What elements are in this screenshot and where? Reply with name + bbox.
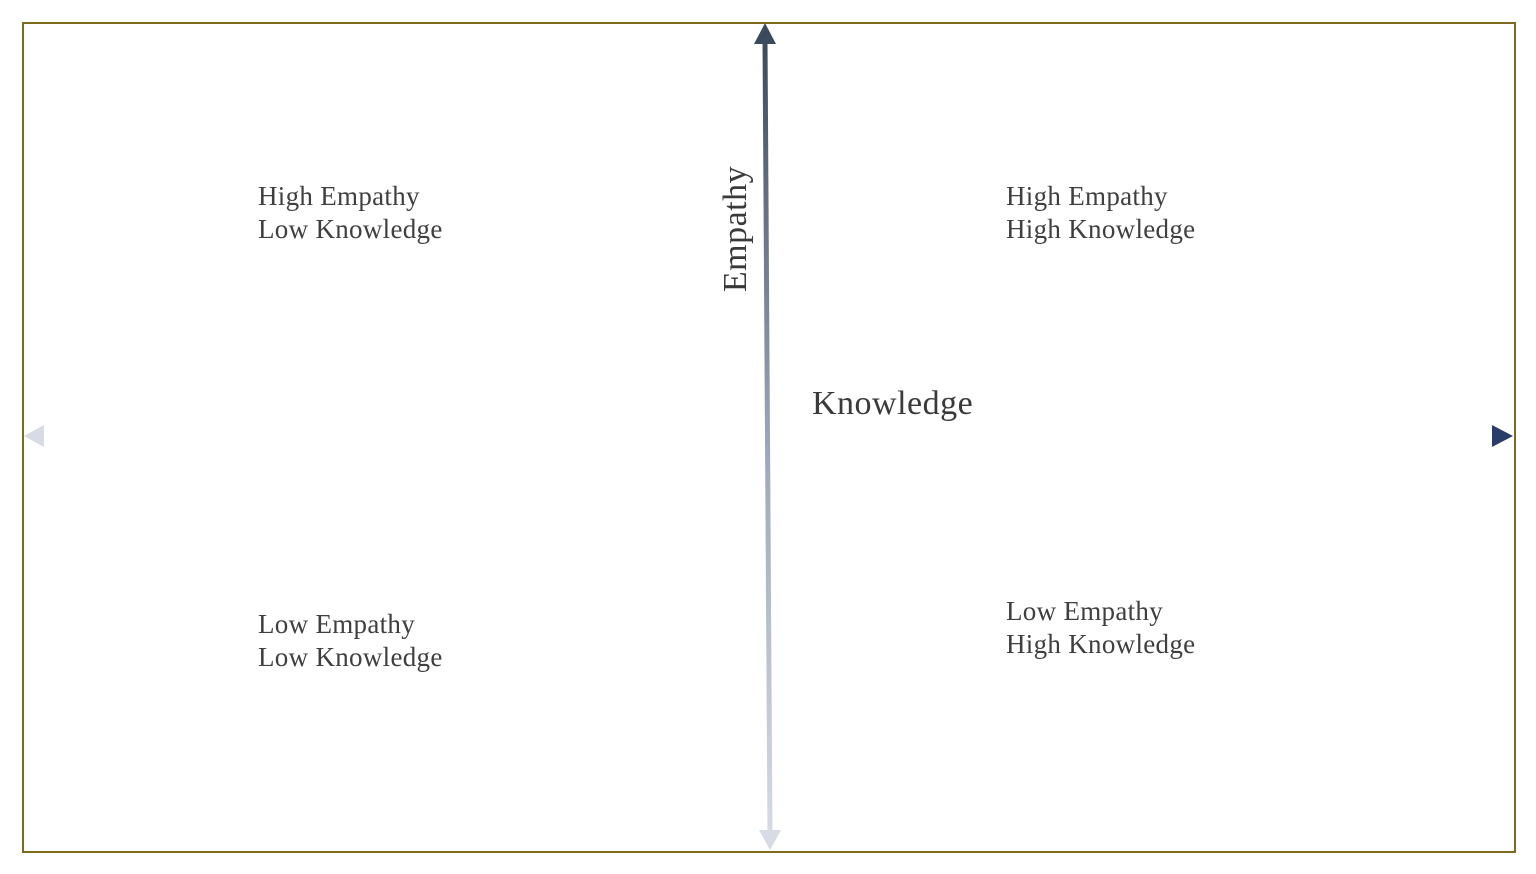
- quadrant-bottom-left: Low Empathy Low Knowledge: [258, 608, 443, 674]
- quadrant-line: High Knowledge: [1006, 214, 1196, 244]
- quadrant-line: High Empathy: [1006, 181, 1168, 211]
- quadrant-line: Low Empathy: [1006, 596, 1164, 626]
- quadrant-bottom-right: Low Empathy High Knowledge: [1006, 595, 1195, 661]
- quadrant-line: High Empathy: [258, 181, 420, 211]
- diagram-frame: [22, 22, 1516, 853]
- quadrant-top-right: High Empathy High Knowledge: [1006, 180, 1195, 246]
- quadrant-line: Low Knowledge: [258, 214, 443, 244]
- quadrant-line: Low Knowledge: [258, 642, 443, 672]
- arrow-down-icon: [759, 830, 781, 850]
- arrow-left-icon: [24, 425, 44, 447]
- y-axis-label: Empathy: [717, 165, 754, 293]
- arrow-right-icon: [1492, 425, 1513, 447]
- arrow-up-icon: [754, 23, 776, 44]
- quadrant-line: High Knowledge: [1006, 629, 1196, 659]
- y-axis-arrow: [754, 23, 781, 850]
- quadrant-top-left: High Empathy Low Knowledge: [258, 180, 443, 246]
- x-axis-label: Knowledge: [812, 385, 974, 422]
- quadrant-line: Low Empathy: [258, 609, 416, 639]
